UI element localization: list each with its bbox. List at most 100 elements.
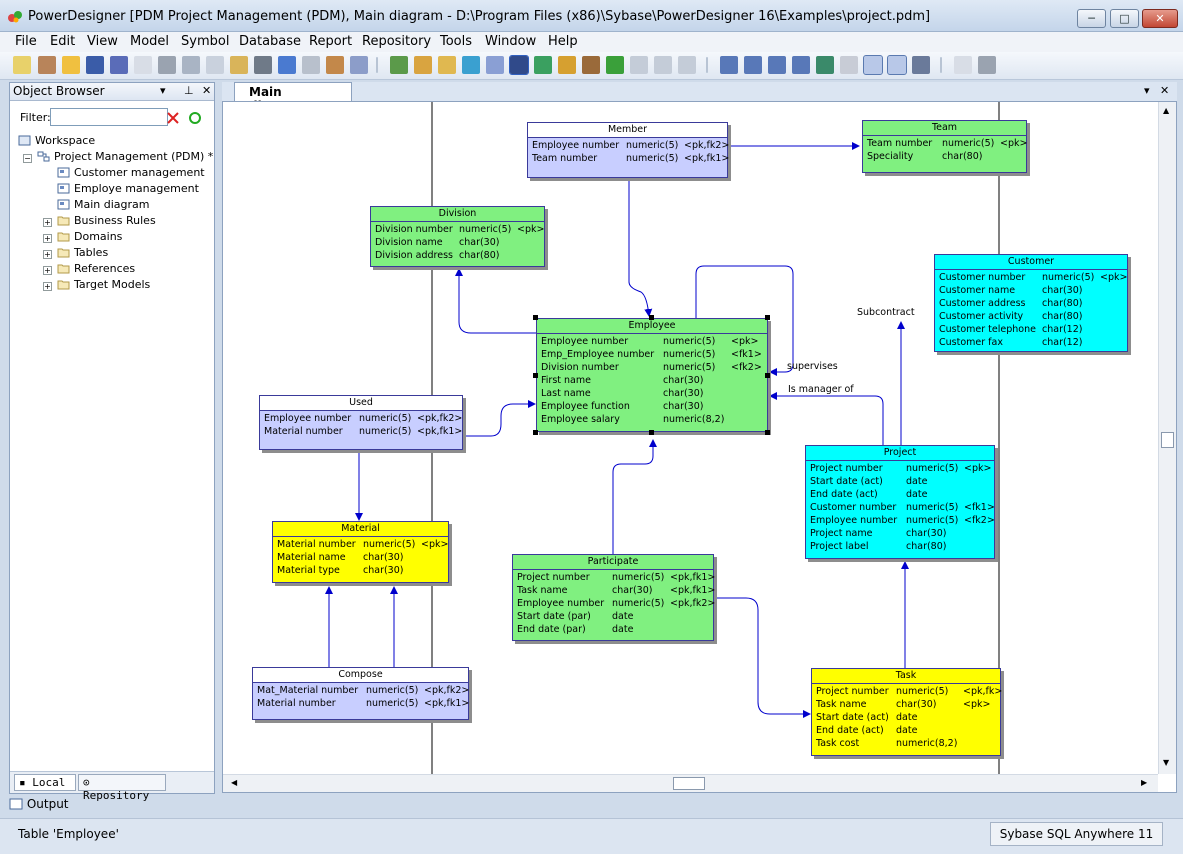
- tree-business-rules[interactable]: Business Rules: [57, 214, 156, 227]
- tab-repository[interactable]: ⊙ Repository: [78, 774, 166, 802]
- symbol-icon-6[interactable]: [840, 56, 858, 74]
- output-tab[interactable]: Output: [9, 797, 79, 816]
- expand-icon[interactable]: +: [43, 250, 52, 259]
- clear-filter-icon[interactable]: [166, 111, 180, 125]
- minimize-button[interactable]: ─: [1077, 9, 1106, 28]
- tree-tables[interactable]: Tables: [57, 246, 108, 259]
- selection-handle[interactable]: [649, 315, 654, 320]
- vertical-scroll-thumb[interactable]: [1161, 432, 1174, 448]
- back-icon[interactable]: [654, 56, 672, 74]
- save-all-icon[interactable]: [110, 56, 128, 74]
- scroll-up-icon[interactable]: ▲: [1163, 106, 1170, 115]
- tab-list-icon[interactable]: ▾: [1144, 84, 1150, 97]
- symbol-icon-5[interactable]: [816, 56, 834, 74]
- list-icon[interactable]: [912, 56, 930, 74]
- brush-icon[interactable]: [558, 56, 576, 74]
- menu-tools[interactable]: Tools: [440, 34, 473, 49]
- symbol-icon-3[interactable]: [768, 56, 786, 74]
- menu-view[interactable]: View: [87, 34, 118, 49]
- text-icon[interactable]: [887, 55, 907, 75]
- print-icon[interactable]: [158, 56, 176, 74]
- tree-project-management[interactable]: Project Management (PDM) *: [37, 150, 213, 163]
- menu-model[interactable]: Model: [130, 34, 170, 49]
- filter-input[interactable]: [50, 108, 168, 126]
- menu-help[interactable]: Help: [548, 34, 578, 49]
- tree-workspace[interactable]: Workspace: [18, 134, 95, 147]
- new-model-icon[interactable]: [38, 56, 56, 74]
- selection-handle[interactable]: [533, 430, 538, 435]
- close-button[interactable]: ✕: [1142, 9, 1178, 28]
- paste-icon[interactable]: [230, 56, 248, 74]
- model-options-icon[interactable]: [350, 56, 368, 74]
- tree-domains[interactable]: Domains: [57, 230, 122, 243]
- menu-database[interactable]: Database: [239, 34, 302, 49]
- symbol-icon-1[interactable]: [720, 56, 738, 74]
- expand-icon[interactable]: +: [43, 218, 52, 227]
- zoom-icon[interactable]: [863, 55, 883, 75]
- new-icon[interactable]: [13, 56, 31, 74]
- selection-handle[interactable]: [765, 315, 770, 320]
- tree-employe-management[interactable]: Employe management: [57, 182, 199, 195]
- menu-repository[interactable]: Repository: [362, 34, 432, 49]
- selection-handle[interactable]: [533, 315, 538, 320]
- properties-icon[interactable]: [326, 56, 344, 74]
- open-icon[interactable]: [62, 56, 80, 74]
- check-model-icon[interactable]: [390, 56, 408, 74]
- tree-main-diagram[interactable]: Main diagram: [57, 198, 150, 211]
- tree-references[interactable]: References: [57, 262, 135, 275]
- selection-handle[interactable]: [765, 430, 770, 435]
- cut-icon[interactable]: [182, 56, 200, 74]
- shadow-icon[interactable]: [509, 55, 529, 75]
- tree-customer-management[interactable]: Customer management: [57, 166, 205, 179]
- selection-handle[interactable]: [533, 373, 538, 378]
- menu-edit[interactable]: Edit: [50, 34, 76, 49]
- forward-icon[interactable]: [678, 56, 696, 74]
- undo-icon[interactable]: [278, 56, 296, 74]
- redo-icon[interactable]: [302, 56, 320, 74]
- tree-target-models[interactable]: Target Models: [57, 278, 150, 291]
- fit-icon[interactable]: [534, 56, 552, 74]
- align-icon[interactable]: [630, 56, 648, 74]
- collapse-icon[interactable]: −: [23, 154, 32, 163]
- font-icon[interactable]: [606, 56, 624, 74]
- expand-icon[interactable]: +: [43, 266, 52, 275]
- tab-close-icon[interactable]: ✕: [1160, 84, 1170, 97]
- reverse-engineer-icon[interactable]: [438, 56, 456, 74]
- dropdown-icon[interactable]: ▾: [160, 84, 166, 97]
- tab-main-diagram[interactable]: Main diagram: [234, 82, 352, 113]
- vertical-scrollbar[interactable]: ▲ ▼: [1158, 102, 1176, 774]
- symbol-icon-2[interactable]: [744, 56, 762, 74]
- pin-icon[interactable]: ⊥: [184, 84, 194, 97]
- copy-icon[interactable]: [206, 56, 224, 74]
- scroll-down-icon[interactable]: ▼: [1163, 758, 1170, 767]
- refresh-icon[interactable]: [462, 56, 480, 74]
- symbol-icon-4[interactable]: [792, 56, 810, 74]
- expand-icon[interactable]: +: [43, 282, 52, 291]
- print-preview-icon[interactable]: [134, 56, 152, 74]
- delete-icon[interactable]: [254, 56, 272, 74]
- horizontal-scrollbar[interactable]: ◀ ▶: [223, 774, 1158, 792]
- menu-window[interactable]: Window: [485, 34, 537, 49]
- horizontal-scroll-thumb[interactable]: [673, 777, 705, 790]
- selection-handle[interactable]: [765, 373, 770, 378]
- close-panel-icon[interactable]: ✕: [202, 84, 212, 97]
- menu-symbol[interactable]: Symbol: [181, 34, 230, 49]
- selection-handle[interactable]: [649, 430, 654, 435]
- compare-icon[interactable]: [486, 56, 504, 74]
- tab-local[interactable]: ▪ Local: [14, 774, 76, 791]
- menu-report[interactable]: Report: [309, 34, 353, 49]
- generate-database-icon[interactable]: [414, 56, 432, 74]
- scroll-right-icon[interactable]: ▶: [1141, 778, 1148, 787]
- refresh-filter-icon[interactable]: [188, 111, 202, 125]
